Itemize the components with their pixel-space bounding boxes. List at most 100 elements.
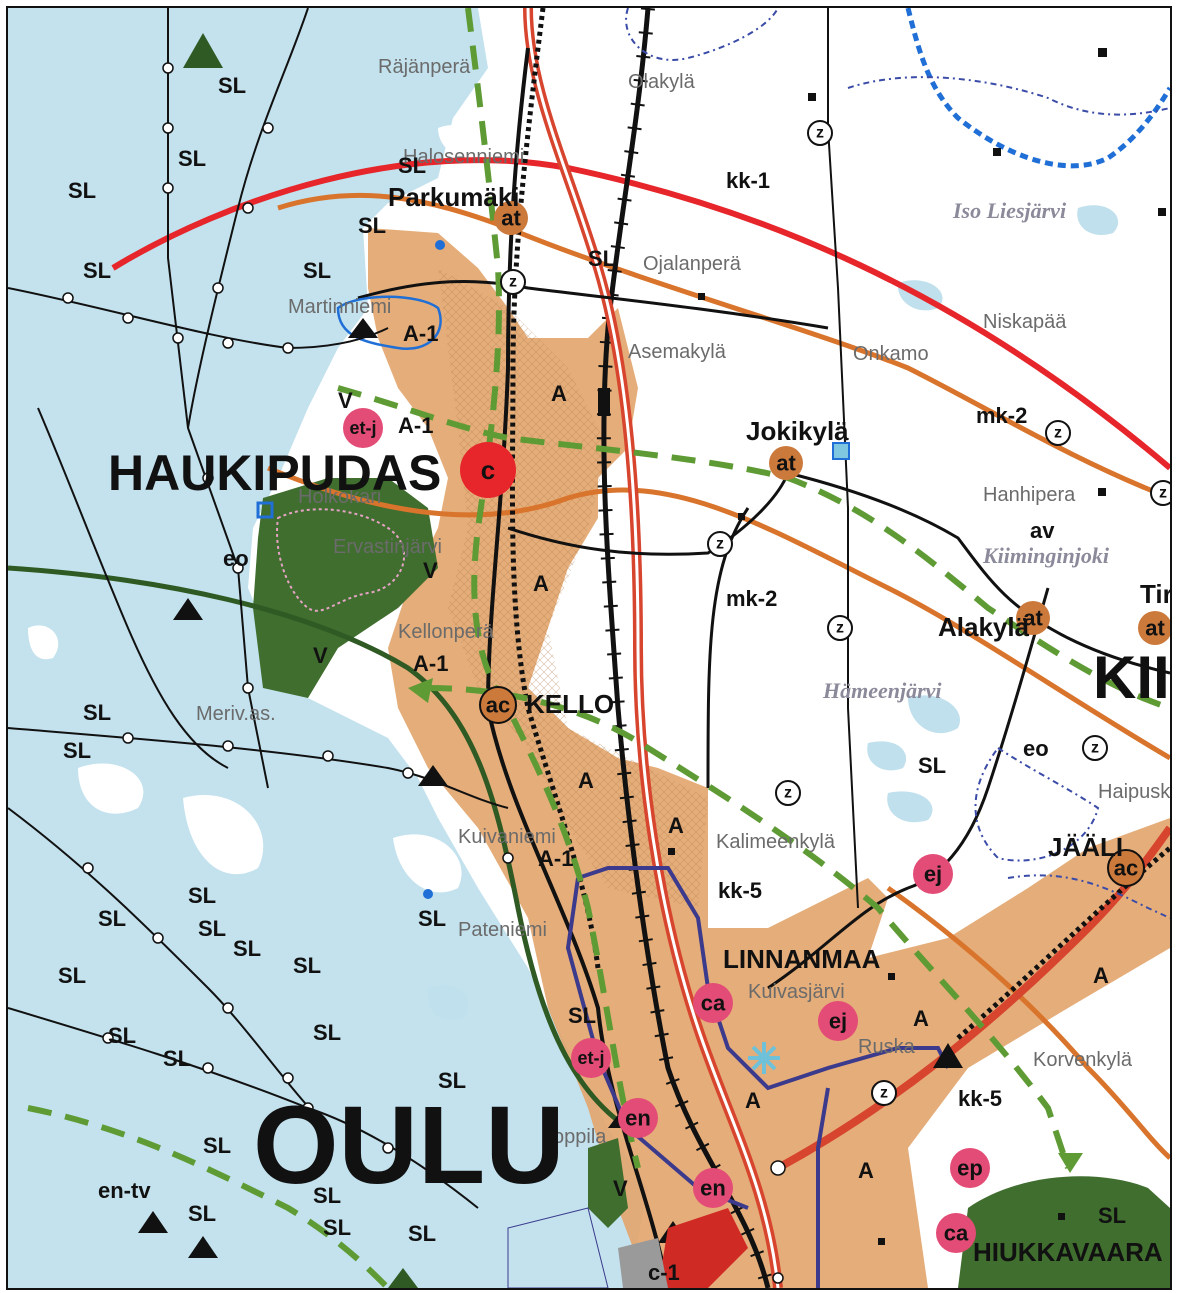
svg-text:z: z <box>816 125 824 142</box>
route-arrows <box>408 678 1083 1173</box>
place-linnanmaa: LINNANMAA <box>723 944 881 974</box>
svg-text:SL: SL <box>418 906 446 931</box>
svg-text:A: A <box>533 571 549 596</box>
svg-text:SL: SL <box>1098 1203 1126 1228</box>
svg-text:et-j: et-j <box>350 418 377 438</box>
place-ojalanpera: Ojalanperä <box>643 253 742 275</box>
svg-text:z: z <box>1159 485 1167 502</box>
badge-z: z <box>707 531 733 557</box>
badge-ac: ac <box>479 686 517 724</box>
place-olakyla: Olakylä <box>628 71 696 93</box>
place-kello: KELLO <box>526 689 614 719</box>
code-c-1: c-1 <box>648 1260 680 1285</box>
svg-text:SL: SL <box>568 1003 596 1028</box>
place-tir: Tir <box>1140 579 1170 609</box>
svg-text:ca: ca <box>944 1221 969 1246</box>
place-iso-liesjarvi: Iso Liesjärvi <box>952 198 1067 223</box>
svg-text:SL: SL <box>358 213 386 238</box>
place-jaali: JÄÄLI <box>1048 832 1123 862</box>
badge-ca: ca <box>936 1213 976 1253</box>
place-rajanpera: Räjänperä <box>378 56 471 78</box>
svg-text:at: at <box>501 206 521 231</box>
svg-text:SL: SL <box>58 963 86 988</box>
svg-text:z: z <box>784 785 792 802</box>
green-areas <box>253 478 1170 1288</box>
place-asemakyla: Asemakylä <box>628 341 727 363</box>
svg-text:at: at <box>1145 616 1165 641</box>
svg-text:ac: ac <box>486 693 510 718</box>
place-korvenkyla: Korvenkylä <box>1033 1049 1133 1071</box>
svg-text:SL: SL <box>98 906 126 931</box>
power-lines-sea <box>8 8 859 1209</box>
svg-text:ej: ej <box>829 1009 847 1034</box>
thin-boundaries <box>625 8 1170 919</box>
point-marker <box>435 240 445 250</box>
badge-z: z <box>1082 735 1108 761</box>
place-halosenniemi: Halosenniemi <box>403 146 524 168</box>
badge-z: z <box>827 615 853 641</box>
svg-text:V: V <box>313 643 328 668</box>
place-martinniemi: Martinniemi <box>288 296 391 318</box>
buildings <box>598 48 1166 1245</box>
place-kalimeenkyla: Kalimeenkylä <box>716 831 836 853</box>
place-toppila: Toppila <box>543 1126 607 1148</box>
code-eo: eo <box>1023 736 1049 761</box>
svg-text:SL: SL <box>188 1201 216 1226</box>
badge-at: at <box>1138 611 1170 645</box>
svg-text:SL: SL <box>323 1215 351 1240</box>
svg-text:SL: SL <box>233 936 261 961</box>
railway <box>601 8 771 1288</box>
place-kellonpera: Kellonperä <box>398 621 495 643</box>
code-en-tv: en-tv <box>98 1178 151 1203</box>
badge-z: z <box>1045 420 1071 446</box>
place-kuivaniemi: Kuivaniemi <box>458 826 556 848</box>
badge-z: z <box>775 780 801 806</box>
place-hanhipera: Hanhipera <box>983 484 1076 506</box>
svg-text:ej: ej <box>924 862 942 887</box>
badge-ca: ca <box>693 983 733 1023</box>
svg-text:SL: SL <box>218 73 246 98</box>
place-onkamo: Onkamo <box>853 343 929 365</box>
code-kk-1: kk-1 <box>726 168 770 193</box>
svg-text:z: z <box>509 274 517 291</box>
power-line-red <box>111 157 1170 471</box>
green-inner-dotted <box>276 508 406 612</box>
summit-icon <box>388 1268 418 1288</box>
svg-text:at: at <box>1023 606 1043 631</box>
harbour-basin <box>507 1207 609 1288</box>
svg-text:V: V <box>423 558 438 583</box>
zoning-codes-sl: SL SL SL SL SL SL SL SL SL SL SL SL SL S… <box>58 73 1126 1246</box>
svg-text:at: at <box>776 451 796 476</box>
svg-text:V: V <box>613 1176 628 1201</box>
summit-icon <box>183 33 223 68</box>
place-alakyla: Alakylä <box>938 612 1030 642</box>
svg-text:en: en <box>625 1106 651 1131</box>
svg-text:A-1: A-1 <box>538 846 573 871</box>
svg-text:SL: SL <box>918 753 946 778</box>
svg-text:z: z <box>716 536 724 553</box>
place-haukipudas: HAUKIPUDAS <box>108 445 441 501</box>
svg-text:SL: SL <box>63 738 91 763</box>
place-kii: KII <box>1093 644 1170 711</box>
regional-land-use-map[interactable]: at at at at ac ac c et-j et-j ej ej <box>8 8 1170 1288</box>
svg-text:ca: ca <box>701 991 726 1016</box>
svg-text:A: A <box>913 1006 929 1031</box>
svg-text:ep: ep <box>957 1156 983 1181</box>
place-niskapaa: Niskapää <box>983 311 1067 333</box>
city-centre-block <box>658 1208 748 1288</box>
code-eo: eo <box>223 546 249 571</box>
badge-z: z <box>1150 480 1170 506</box>
badge-z: z <box>807 120 833 146</box>
badge-ep: ep <box>950 1148 990 1188</box>
svg-text:A: A <box>551 381 567 406</box>
code-kk-5: kk-5 <box>958 1086 1002 1111</box>
place-hiukkavaara: HIUKKAVAARA <box>973 1237 1163 1267</box>
svg-text:SL: SL <box>313 1183 341 1208</box>
svg-text:SL: SL <box>83 258 111 283</box>
svg-text:A-1: A-1 <box>403 321 438 346</box>
place-holkokari: Holkokari <box>298 486 381 508</box>
badge-at: at <box>1016 601 1050 635</box>
svg-text:z: z <box>1054 425 1062 442</box>
lakes <box>427 205 1119 1021</box>
place-pateniemi: Pateniemi <box>458 919 547 941</box>
